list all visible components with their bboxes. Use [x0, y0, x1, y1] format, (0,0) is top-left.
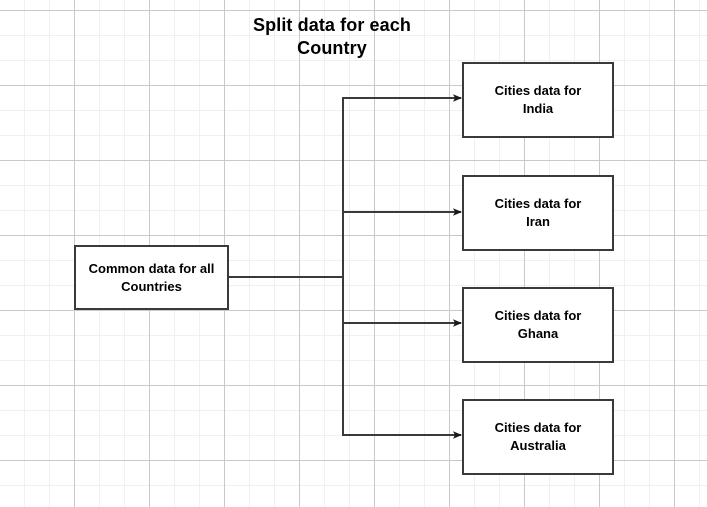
page-title: Split data for each Country — [253, 15, 411, 58]
node-common-data[interactable]: Common data for all Countries — [74, 245, 229, 310]
node-cities-iran[interactable]: Cities data for Iran — [462, 175, 614, 251]
node-cities-ghana[interactable]: Cities data for Ghana — [462, 287, 614, 363]
node-cities-india[interactable]: Cities data for India — [462, 62, 614, 138]
node-cities-australia[interactable]: Cities data for Australia — [462, 399, 614, 475]
